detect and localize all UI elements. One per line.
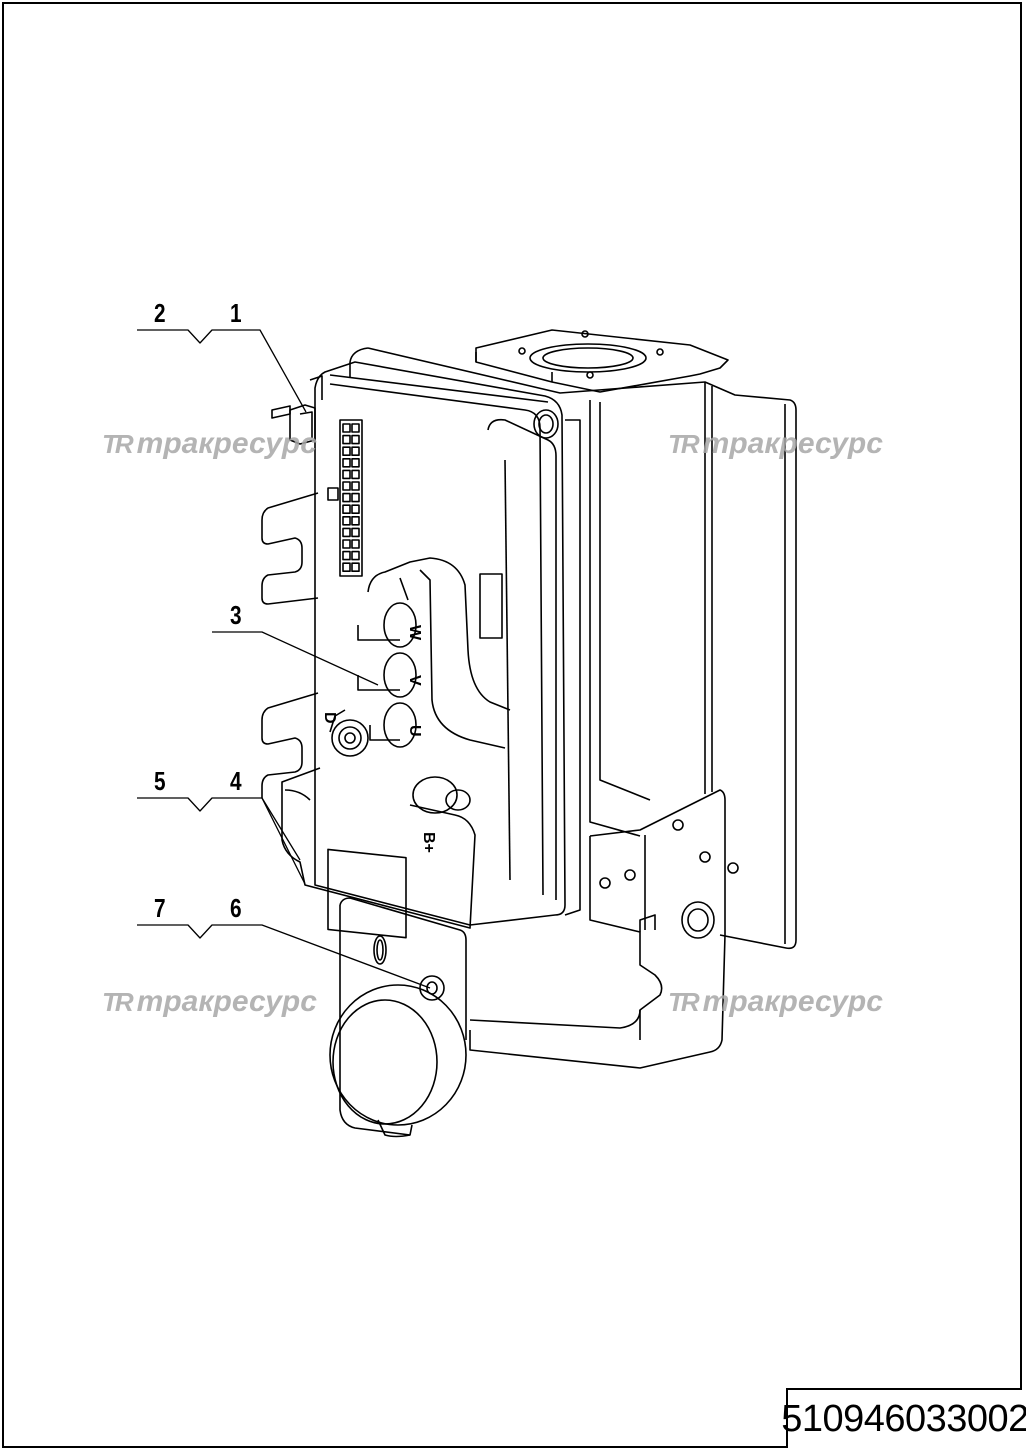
connector-pin xyxy=(351,504,360,515)
connector-pin xyxy=(351,527,360,538)
connector-pin xyxy=(342,481,351,491)
buzzer-cap xyxy=(329,975,467,1138)
connector-pin xyxy=(351,434,360,445)
terminal-u-label: U xyxy=(406,725,423,737)
callout-5: 5 xyxy=(154,766,166,796)
connector-pin xyxy=(351,469,360,480)
callout-4: 4 xyxy=(230,766,242,796)
connector-pin xyxy=(351,423,360,433)
connector-pin xyxy=(342,515,351,526)
terminal-w-label: W xyxy=(406,625,423,641)
connector-pin xyxy=(351,481,360,491)
connector-pin xyxy=(342,446,351,457)
power-terminal-cover xyxy=(329,557,511,814)
callout-1: 1 xyxy=(230,298,242,328)
connector-pin xyxy=(342,504,351,515)
callout-2: 2 xyxy=(154,298,166,328)
connector-pin xyxy=(342,434,351,445)
connector-pin xyxy=(342,492,351,503)
callout-6: 6 xyxy=(230,893,242,923)
connector-pin xyxy=(342,457,351,468)
connector-pin xyxy=(342,550,351,561)
watermark-logo: TR xyxy=(102,987,134,1017)
connector-pin xyxy=(351,550,360,561)
watermark-logo: TR xyxy=(668,987,700,1017)
terminal-v-label: V xyxy=(406,675,423,686)
callout-7: 7 xyxy=(154,893,166,923)
connector-pin xyxy=(351,492,360,503)
leader-lines xyxy=(137,329,431,989)
connector-pin xyxy=(342,527,351,538)
connector-pin xyxy=(351,562,360,573)
connector-pin xyxy=(342,562,351,573)
document-number: 510946033002 xyxy=(781,1388,1026,1448)
watermark-logo: TR xyxy=(668,429,700,459)
top-bracket xyxy=(475,329,729,393)
connector-pin xyxy=(342,539,351,549)
side-tabs xyxy=(261,492,319,798)
signal-connector xyxy=(327,419,363,577)
connector-pin xyxy=(351,515,360,526)
connector-pin xyxy=(351,446,360,457)
terminal-d-label: D xyxy=(321,712,338,724)
connector-pin xyxy=(342,469,351,480)
relay-fuse xyxy=(271,375,323,445)
connector-pin xyxy=(351,539,360,549)
watermark-logo: TR xyxy=(102,429,134,459)
terminal-bplus-label: B+ xyxy=(420,832,437,853)
connector-pin xyxy=(351,457,360,468)
label-plate xyxy=(327,848,407,939)
terminal-labels: W V U D B+ xyxy=(321,625,437,853)
controller-body xyxy=(281,361,581,929)
callout-3: 3 xyxy=(230,600,242,630)
connector-pin xyxy=(342,423,351,433)
lower-bracket xyxy=(339,789,739,1136)
